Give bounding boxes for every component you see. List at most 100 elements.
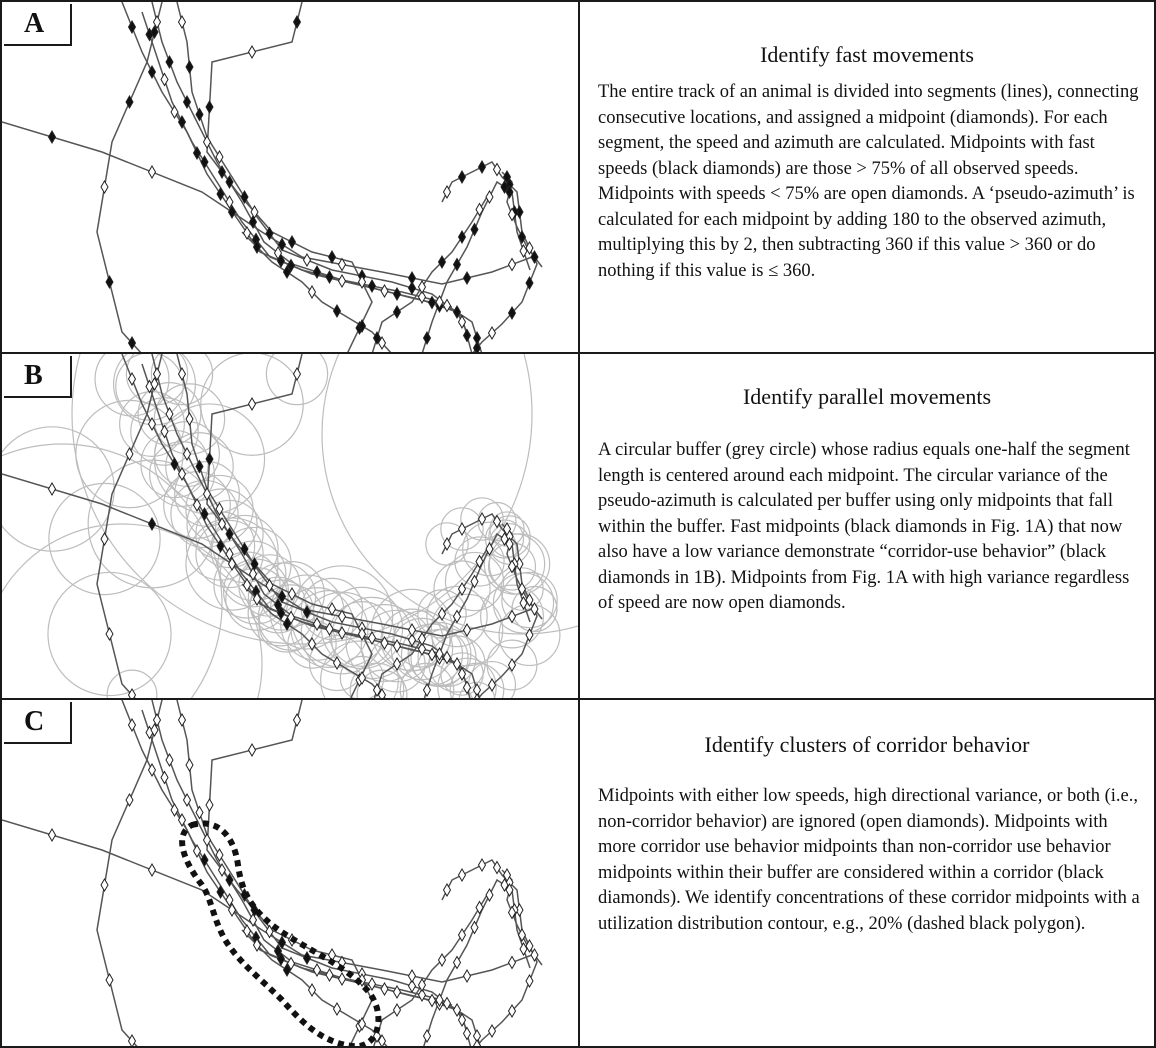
open-midpoint-diamond xyxy=(485,190,494,204)
open-midpoint-diamond xyxy=(195,805,204,820)
buffer-circle xyxy=(462,521,517,577)
open-midpoint-diamond xyxy=(287,587,297,601)
open-midpoint-diamond xyxy=(427,647,437,662)
fast-midpoint-diamond xyxy=(250,557,259,571)
buffer-circle xyxy=(165,432,234,501)
track-segment xyxy=(373,548,488,698)
open-midpoint-diamond xyxy=(452,1003,462,1017)
buffer-circle xyxy=(186,488,258,560)
buffer-circle xyxy=(449,662,505,698)
fast-midpoint-diamond xyxy=(282,617,292,631)
open-midpoint-diamond xyxy=(337,257,347,272)
open-midpoint-diamond xyxy=(332,656,342,670)
buffer-circle xyxy=(484,519,525,559)
open-midpoint-diamond xyxy=(442,298,452,313)
fast-midpoint-diamond xyxy=(225,527,234,541)
open-midpoint-diamond xyxy=(170,803,179,817)
open-midpoint-diamond xyxy=(248,567,258,581)
open-midpoint-diamond xyxy=(165,407,174,421)
column-divider xyxy=(578,0,580,1048)
fast-midpoint-diamond xyxy=(530,250,539,264)
open-midpoint-diamond xyxy=(500,532,509,546)
open-midpoint-diamond xyxy=(517,928,527,942)
fast-midpoint-diamond xyxy=(277,589,287,604)
open-midpoint-diamond xyxy=(462,969,472,983)
open-midpoint-diamond xyxy=(147,863,157,877)
track-segment xyxy=(373,894,488,1046)
panel-c-label: C xyxy=(4,702,72,744)
open-midpoint-diamond xyxy=(182,793,192,807)
buffer-circle xyxy=(417,589,467,639)
open-midpoint-diamond xyxy=(477,512,487,526)
open-midpoint-diamond xyxy=(417,290,427,304)
fast-midpoint-diamond xyxy=(327,250,337,264)
open-midpoint-diamond xyxy=(152,713,162,727)
track-segment xyxy=(206,700,373,1046)
fast-midpoint-diamond xyxy=(192,146,202,160)
fast-midpoint-diamond xyxy=(302,605,312,619)
open-midpoint-diamond xyxy=(407,633,417,647)
open-midpoint-diamond xyxy=(357,627,367,641)
open-midpoint-diamond xyxy=(475,554,484,569)
open-midpoint-diamond xyxy=(147,165,157,179)
open-midpoint-diamond xyxy=(357,1017,367,1031)
open-midpoint-diamond xyxy=(492,860,502,875)
open-midpoint-diamond xyxy=(227,903,237,917)
open-midpoint-diamond xyxy=(407,979,417,993)
open-midpoint-diamond xyxy=(380,636,389,650)
buffer-circle xyxy=(501,571,558,629)
buffer-circle xyxy=(48,482,161,596)
open-midpoint-diamond xyxy=(100,180,109,194)
panel-c-description: Midpoints with either low speeds, high d… xyxy=(598,786,1140,934)
open-midpoint-diamond xyxy=(202,487,212,501)
buffer-circle xyxy=(399,662,455,698)
open-midpoint-diamond xyxy=(325,968,334,982)
fast-midpoint-diamond xyxy=(517,230,527,244)
fast-midpoint-diamond xyxy=(240,542,249,556)
open-midpoint-diamond xyxy=(215,502,224,516)
open-midpoint-diamond xyxy=(192,498,202,512)
open-midpoint-diamond xyxy=(417,280,427,294)
buffer-circle xyxy=(410,628,469,688)
buffer-circle xyxy=(2,443,223,698)
fast-midpoint-diamond xyxy=(457,230,467,244)
fast-midpoint-diamond xyxy=(282,265,292,279)
open-midpoint-diamond xyxy=(337,609,347,624)
open-midpoint-diamond xyxy=(147,763,157,777)
open-midpoint-diamond xyxy=(427,993,437,1008)
open-midpoint-diamond xyxy=(367,631,377,645)
open-midpoint-diamond xyxy=(485,888,494,902)
open-midpoint-diamond xyxy=(242,924,252,938)
fast-midpoint-diamond xyxy=(462,328,472,343)
fast-midpoint-diamond xyxy=(325,270,334,284)
fast-midpoint-diamond xyxy=(367,279,377,293)
open-midpoint-diamond xyxy=(407,969,417,983)
panel-c-track-plot xyxy=(2,700,543,1046)
open-midpoint-diamond xyxy=(452,657,462,671)
buffer-circle xyxy=(130,397,199,466)
open-midpoint-diamond xyxy=(185,758,194,772)
buffer-circle xyxy=(185,517,279,611)
fast-midpoint-diamond xyxy=(165,55,174,69)
fast-midpoint-diamond xyxy=(240,190,249,204)
fast-midpoint-diamond xyxy=(127,336,137,350)
open-midpoint-diamond xyxy=(192,844,202,858)
open-midpoint-diamond xyxy=(487,1024,497,1038)
buffer-circle xyxy=(71,354,533,645)
open-midpoint-diamond xyxy=(215,848,224,862)
open-midpoint-diamond xyxy=(242,578,252,592)
open-midpoint-diamond xyxy=(437,953,447,967)
open-midpoint-diamond xyxy=(247,743,257,757)
panel-a-description: The entire track of an animal is divided… xyxy=(598,82,1139,281)
open-midpoint-diamond xyxy=(442,650,452,665)
fast-midpoint-diamond xyxy=(273,944,283,958)
open-midpoint-diamond xyxy=(507,609,517,624)
fast-midpoint-diamond xyxy=(252,240,262,254)
fast-midpoint-diamond xyxy=(276,952,286,966)
buffer-circle xyxy=(356,669,408,698)
open-midpoint-diamond xyxy=(152,15,162,29)
buffer-circle xyxy=(247,562,317,631)
panel-a-track-plot xyxy=(2,2,543,352)
open-midpoint-diamond xyxy=(457,928,467,942)
open-midpoint-diamond xyxy=(462,1026,472,1041)
